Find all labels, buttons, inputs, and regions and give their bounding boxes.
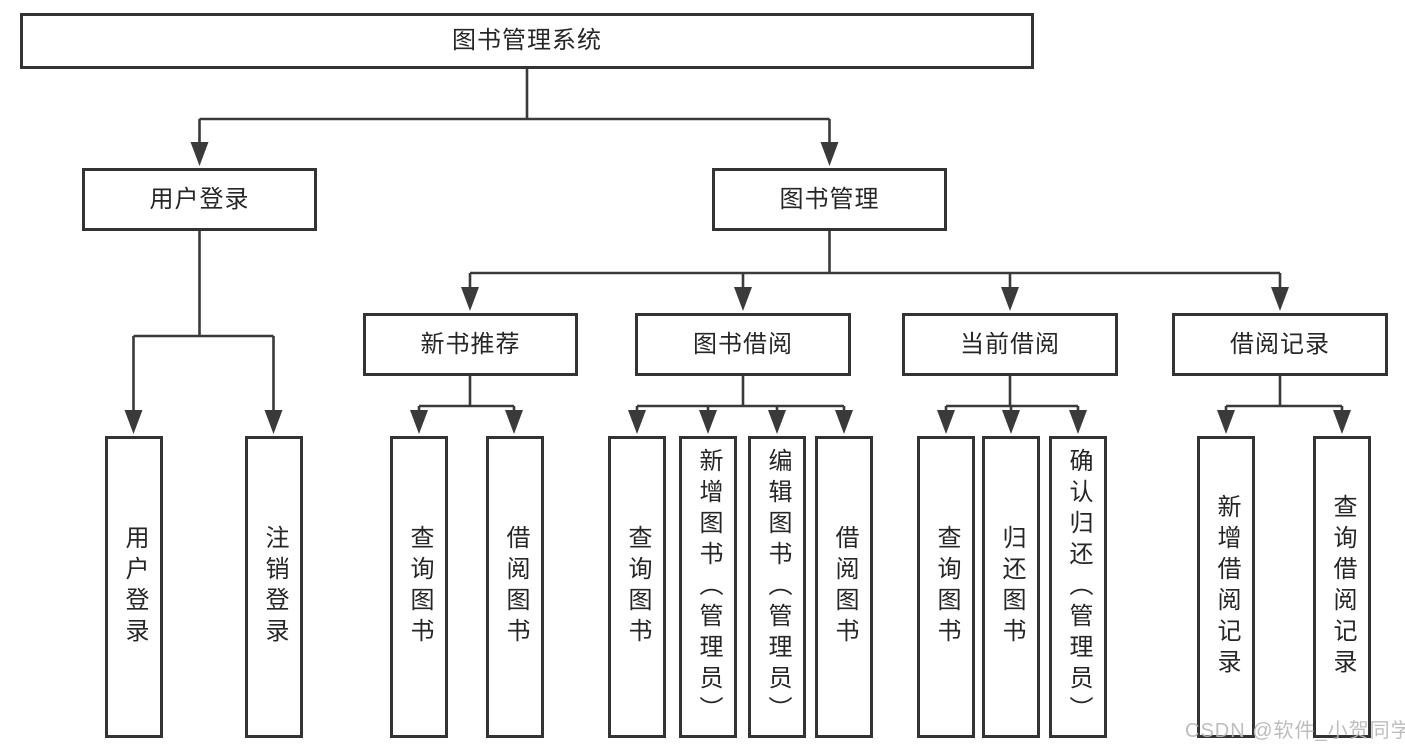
connector-lines bbox=[132, 68, 1344, 418]
leaf-borrowing-edit-admin-label: 编辑图书（管理员） bbox=[764, 447, 791, 727]
node-new-book-recommend: 新书推荐 bbox=[363, 313, 578, 376]
leaf-borrowing-query-label: 查询图书 bbox=[624, 525, 651, 649]
leaf-logout-label: 注销登录 bbox=[261, 525, 288, 649]
node-current-borrowing: 当前借阅 bbox=[902, 313, 1118, 376]
leaf-records-add-label: 新增借阅记录 bbox=[1213, 494, 1240, 680]
node-root: 图书管理系统 bbox=[20, 13, 1034, 69]
leaf-current-query: 查询图书 bbox=[917, 436, 975, 738]
leaf-current-query-label: 查询图书 bbox=[933, 525, 960, 649]
leaf-borrowing-add-admin-label: 新增图书（管理员） bbox=[695, 447, 722, 727]
csdn-watermark: CSDN @软件_小贺同学 bbox=[1185, 720, 1405, 742]
leaf-current-confirm-admin: 确认归还（管理员） bbox=[1049, 436, 1107, 738]
leaf-current-return-label: 归还图书 bbox=[998, 525, 1025, 649]
node-book-borrowing: 图书借阅 bbox=[635, 313, 851, 376]
leaf-current-return: 归还图书 bbox=[982, 436, 1040, 738]
leaf-borrowing-borrow-label: 借阅图书 bbox=[831, 525, 858, 649]
node-book-management: 图书管理 bbox=[712, 168, 947, 231]
leaf-records-add: 新增借阅记录 bbox=[1197, 436, 1255, 738]
leaf-records-query: 查询借阅记录 bbox=[1313, 436, 1371, 738]
leaf-current-confirm-admin-label: 确认归还（管理员） bbox=[1065, 447, 1092, 727]
node-borrowing-records: 借阅记录 bbox=[1172, 313, 1388, 376]
leaf-borrowing-edit-admin: 编辑图书（管理员） bbox=[748, 436, 806, 738]
leaf-borrowing-borrow: 借阅图书 bbox=[815, 436, 873, 738]
leaf-logout: 注销登录 bbox=[245, 436, 303, 738]
leaf-user-login-label: 用户登录 bbox=[121, 525, 148, 649]
leaf-borrowing-query: 查询图书 bbox=[608, 436, 666, 738]
node-user-login: 用户登录 bbox=[82, 168, 317, 231]
node-borrowing-records-label: 借阅记录 bbox=[1230, 330, 1330, 358]
leaf-newbooks-query: 查询图书 bbox=[390, 436, 448, 738]
leaf-records-query-label: 查询借阅记录 bbox=[1329, 494, 1356, 680]
leaf-newbooks-borrow: 借阅图书 bbox=[486, 436, 544, 738]
leaf-newbooks-borrow-label: 借阅图书 bbox=[502, 525, 529, 649]
node-book-management-label: 图书管理 bbox=[779, 185, 880, 213]
node-user-login-label: 用户登录 bbox=[149, 185, 250, 213]
node-book-borrowing-label: 图书借阅 bbox=[693, 330, 793, 358]
node-root-label: 图书管理系统 bbox=[452, 27, 602, 54]
leaf-borrowing-add-admin: 新增图书（管理员） bbox=[679, 436, 737, 738]
node-new-book-recommend-label: 新书推荐 bbox=[420, 330, 521, 358]
leaf-user-login: 用户登录 bbox=[105, 436, 163, 738]
node-current-borrowing-label: 当前借阅 bbox=[960, 330, 1060, 358]
arrowhead-icons bbox=[124, 142, 1351, 434]
leaf-newbooks-query-label: 查询图书 bbox=[406, 525, 433, 649]
